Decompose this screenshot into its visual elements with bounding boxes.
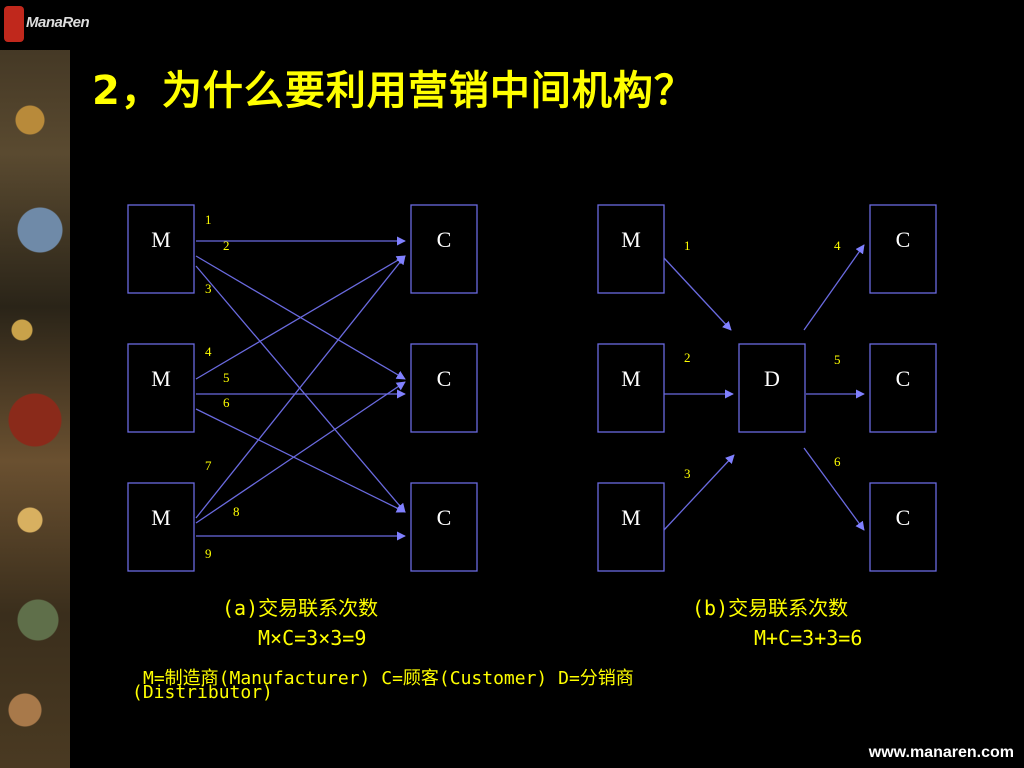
diagram-b-edge-1 [663,257,732,331]
diagram-nodes: M M M C C C M M M D C C C [127,204,937,572]
node-box-a_c1 [410,204,478,294]
node-box-b_c3 [869,482,937,572]
node-label-a_m2: M [151,366,171,391]
diagram-b-edges [663,244,865,531]
diagram-a-edge-label-4: 4 [205,344,212,359]
diagram-a-edge-7 [195,255,406,519]
node-box-b_m2 [597,343,665,433]
node-label-a_c1: C [437,227,452,252]
node-label-a_c2: C [437,366,452,391]
node-label-b_m1: M [621,227,641,252]
node-box-a_c2 [410,343,478,433]
diagram-a-edge-label-1: 1 [205,212,212,227]
diagram-a-caption-line2: M×C=3×3=9 [258,626,367,650]
diagram-b-edge-label-4: 4 [834,238,841,253]
node-box-a_c3 [410,482,478,572]
node-box-b_c2 [869,343,937,433]
decorative-sidebar-image [0,0,70,768]
node-box-b_m3 [597,482,665,572]
node-label-a_m1: M [151,227,171,252]
node-box-b_m1 [597,204,665,294]
legend-line1: M=制造商(Manufacturer) C=顾客(Customer) D=分销商 [143,668,634,689]
node-label-b_m3: M [621,505,641,530]
diagram-a-edge-label-6: 6 [223,395,230,410]
diagram-a-caption-line1: (a)交易联系次数 [222,596,379,620]
node-box-b_c1 [869,204,937,294]
diagram-b-edge-label-1: 1 [684,238,691,253]
node-label-a_m3: M [151,505,171,530]
legend-line2: (Distributor) [132,682,273,703]
diagram-a-edge-label-9: 9 [205,546,212,561]
diagram-b-edge-label-5: 5 [834,352,841,367]
diagram-b-edge-3 [663,454,735,531]
node-label-b_c3: C [896,505,911,530]
node-label-a_c3: C [437,505,452,530]
diagram-b-edge-label-3: 3 [684,466,691,481]
diagram-b-edge-label-6: 6 [834,454,841,469]
node-box-b_d [738,343,806,433]
node-label-b_c1: C [896,227,911,252]
diagram-b-edge-label-2: 2 [684,350,691,365]
node-label-b_c2: C [896,366,911,391]
diagram-a-edge-label-5: 5 [223,370,230,385]
diagram-b-caption-line1: (b)交易联系次数 [692,596,849,620]
node-box-a_m1 [127,204,195,294]
diagram-a-edge-3 [195,265,406,513]
diagram-a-edges [195,236,406,541]
diagram-a-edge-4 [195,255,406,380]
diagram-a-edge-8 [195,381,406,524]
node-label-b_d: D [764,366,780,391]
diagram-a-edge-label-8: 8 [233,504,240,519]
node-label-b_m2: M [621,366,641,391]
logo-text: ManaRen [26,14,90,31]
diagram-b-edge-6 [803,447,865,531]
diagram-a-edge-6 [195,408,406,513]
diagram-b-caption-line2: M+C=3+3=6 [754,626,863,650]
diagram-b-edge-4 [803,244,865,331]
diagram-a-edge-label-7: 7 [205,458,212,473]
logo-seal-icon [4,6,24,42]
footer-website-link[interactable]: www.manaren.com [868,744,1014,761]
diagram-a-edge-label-3: 3 [205,281,212,296]
node-box-a_m3 [127,482,195,572]
node-box-a_m2 [127,343,195,433]
diagram-a-edge-label-2: 2 [223,238,230,253]
page-title: 2，为什么要利用营销中间机构？ [92,68,695,114]
logo: ManaRen [0,0,90,50]
